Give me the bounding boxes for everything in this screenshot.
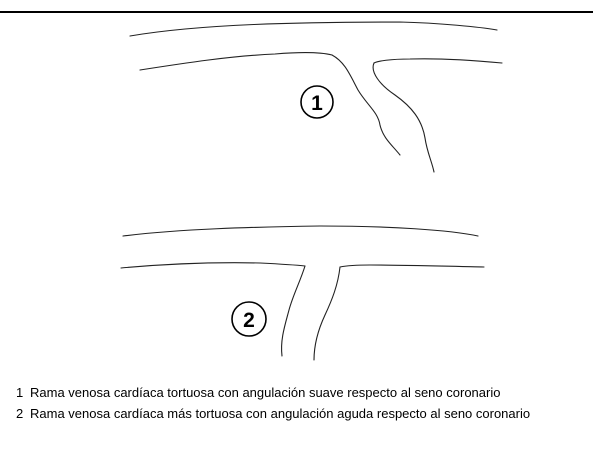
panel-1-gentle-angulation: 1 [129, 21, 503, 173]
marker-1-circle [300, 85, 334, 119]
marker-2-circle [231, 301, 267, 337]
top-divider-line [0, 11, 593, 13]
legend-item-1: 1 Rama venosa cardíaca tortuosa con angu… [16, 385, 586, 400]
legend-number: 2 [16, 406, 24, 421]
panel-2-sinus-lower-wall-right [339, 264, 485, 268]
legend-number: 1 [16, 385, 24, 400]
panel-1-branch-left-wall [331, 54, 401, 156]
panel-1-sinus-lower-wall-right [373, 58, 503, 64]
marker-1-label: 1 [311, 92, 323, 115]
figure-legend: 1 Rama venosa cardíaca tortuosa con angu… [16, 385, 586, 427]
legend-text: Rama venosa cardíaca tortuosa con angula… [30, 385, 501, 400]
panel-2-sinus-upper-wall [122, 225, 479, 237]
vein-diagram: 1 2 [120, 21, 503, 361]
panel-1-sinus-upper-wall [129, 21, 498, 37]
panel-2-sinus-lower-wall-left [120, 262, 306, 269]
legend-item-2: 2 Rama venosa cardíaca más tortuosa con … [16, 406, 586, 421]
panel-1-branch-right-wall [372, 62, 435, 173]
panel-2-branch-left-wall [281, 265, 306, 357]
legend-text: Rama venosa cardíaca más tortuosa con an… [30, 406, 531, 421]
marker-2-label: 2 [243, 309, 255, 332]
panel-1-sinus-lower-wall-left [139, 52, 333, 71]
panel-2-branch-right-wall [313, 266, 341, 361]
panel-2-acute-angulation: 2 [120, 225, 485, 361]
